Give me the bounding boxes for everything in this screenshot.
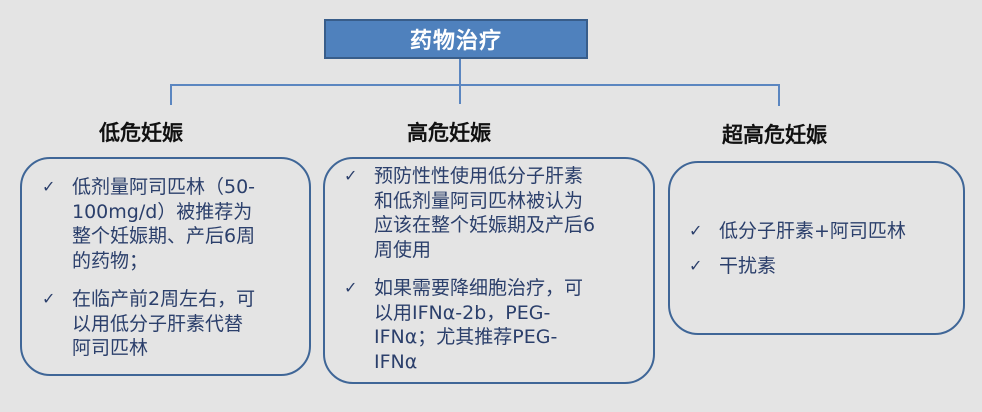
checkmark-icon: ✓ [42,289,56,308]
list-item: ✓ 干扰素 [689,254,776,279]
root-node-drug-treatment: 药物治疗 [324,19,588,59]
root-label: 药物治疗 [409,29,502,54]
connector-root-stem [459,59,461,104]
heading-low-risk: 低危妊娠 [99,121,183,145]
card-very-high-risk [668,161,965,335]
item-text: 如果需要降细胞治疗，可 以用IFNα-2b，PEG- IFNα；尤其推荐PEG-… [374,277,584,373]
checkmark-icon: ✓ [344,278,358,297]
checkmark-icon: ✓ [42,177,56,196]
heading-very-high-risk: 超高危妊娠 [722,123,827,147]
item-text: 在临产前2周左右，可 以用低分子肝素代替 阿司匹林 [72,288,256,359]
list-item: ✓ 低剂量阿司匹林（50- 100mg/d）被推荐为 整个妊娠期、产后6周 的药… [42,175,255,273]
checkmark-icon: ✓ [689,256,703,275]
item-text: 低剂量阿司匹林（50- 100mg/d）被推荐为 整个妊娠期、产后6周 的药物； [72,176,256,272]
list-item: ✓ 如果需要降细胞治疗，可 以用IFNα-2b，PEG- IFNα；尤其推荐PE… [344,276,583,374]
item-text: 低分子肝素+阿司匹林 [719,220,906,242]
checkmark-icon: ✓ [689,221,703,240]
heading-high-risk: 高危妊娠 [407,121,491,145]
item-text: 预防性性使用低分子肝素 和低剂量阿司匹林被认为 应该在整个妊娠期及产后6 周使用 [374,165,596,261]
checkmark-icon: ✓ [344,166,358,185]
connector-left [170,84,172,105]
card-high-risk [323,157,655,384]
connector-right [778,84,780,106]
card-low-risk [20,157,311,376]
list-item: ✓ 在临产前2周左右，可 以用低分子肝素代替 阿司匹林 [42,287,255,361]
item-text: 干扰素 [719,255,777,277]
list-item: ✓ 低分子肝素+阿司匹林 [689,219,906,244]
list-item: ✓ 预防性性使用低分子肝素 和低剂量阿司匹林被认为 应该在整个妊娠期及产后6 周… [344,164,595,262]
connector-horizontal [170,84,780,86]
